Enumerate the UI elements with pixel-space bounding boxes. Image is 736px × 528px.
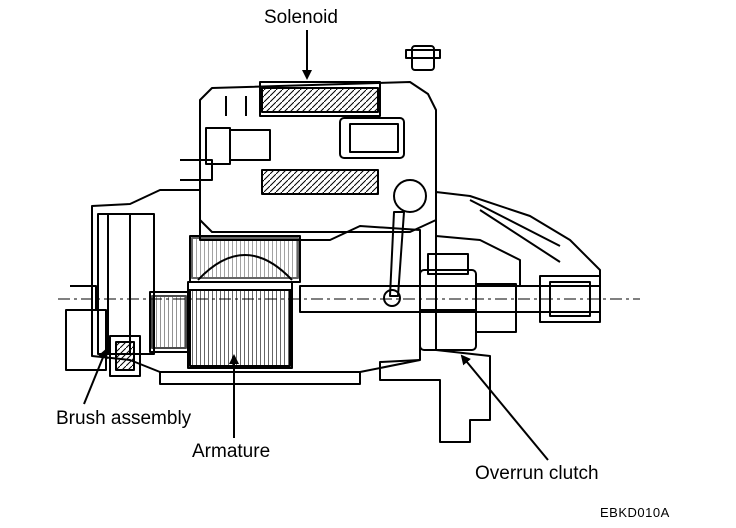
bottom-flange <box>159 372 361 385</box>
brush-assembly-label: Brush assembly <box>56 408 192 429</box>
drive-shaft <box>299 275 601 323</box>
solenoid-label: Solenoid <box>264 7 338 28</box>
field-pole-upper <box>189 235 301 283</box>
commutator <box>149 291 189 353</box>
brush-assembly-part <box>65 285 141 377</box>
overrun-clutch-part <box>419 253 517 351</box>
plunger-ball <box>393 179 427 213</box>
overrun-clutch-leader <box>460 354 549 461</box>
overrun-clutch-label: Overrun clutch <box>475 463 599 484</box>
solenoid-housing <box>180 45 441 233</box>
figure-code: EBKD010A <box>600 505 670 520</box>
brush-assembly-leader <box>83 348 108 405</box>
armature-core <box>187 281 293 369</box>
nose-housing <box>379 191 601 443</box>
lever-pivot <box>383 289 401 307</box>
shift-lever <box>389 211 405 297</box>
armature-label: Armature <box>192 441 271 462</box>
